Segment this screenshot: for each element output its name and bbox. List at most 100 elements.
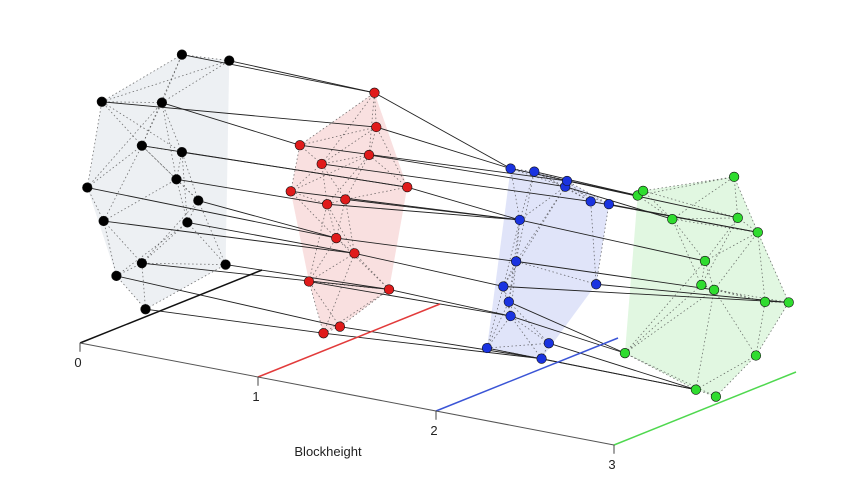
- dotted-link: [374, 92, 377, 128]
- dotted-link: [515, 186, 566, 262]
- dotted-link: [510, 261, 517, 317]
- dotted-link: [299, 126, 377, 146]
- point-blockheight-2: [585, 196, 596, 207]
- dotted-link: [141, 145, 177, 180]
- dotted-link: [519, 171, 535, 221]
- dotted-link: [637, 176, 735, 196]
- point-blockheight-3: [752, 227, 763, 238]
- dotted-link: [671, 218, 706, 262]
- solid-link: [308, 281, 511, 317]
- point-blockheight-0: [176, 49, 188, 60]
- dotted-link: [642, 190, 673, 220]
- dotted-link: [510, 315, 542, 359]
- dotted-link: [637, 195, 673, 220]
- dotted-link: [701, 217, 739, 286]
- dotted-link: [368, 154, 408, 188]
- x-tick-label: 0: [74, 355, 81, 370]
- rail-blockheight-2: [435, 337, 619, 412]
- solid-link: [187, 221, 355, 254]
- dotted-link: [116, 275, 146, 310]
- dotted-link: [335, 237, 390, 290]
- solid-link: [516, 260, 715, 291]
- dotted-link: [290, 190, 328, 205]
- point-blockheight-2: [543, 338, 554, 349]
- point-blockheight-1: [318, 328, 329, 339]
- point-blockheight-1: [363, 149, 375, 161]
- solid-link: [336, 237, 517, 262]
- dotted-link: [534, 171, 591, 202]
- point-blockheight-1: [340, 194, 351, 205]
- rail-blockheight-0: [79, 269, 263, 344]
- point-blockheight-2: [603, 199, 615, 210]
- dotted-link: [326, 154, 370, 205]
- dotted-link: [502, 219, 521, 287]
- dotted-link: [590, 201, 597, 285]
- dotted-link: [486, 315, 511, 349]
- dotted-link: [176, 179, 188, 223]
- point-blockheight-1: [322, 199, 333, 210]
- point-blockheight-1: [294, 140, 305, 151]
- solid-link: [376, 126, 511, 169]
- dotted-link: [344, 199, 355, 254]
- dotted-link: [308, 204, 328, 282]
- dotted-link: [326, 204, 355, 254]
- point-blockheight-1: [316, 158, 327, 170]
- dotted-link: [486, 301, 510, 349]
- point-blockheight-2: [529, 166, 540, 177]
- dotted-link: [86, 102, 163, 188]
- solid-link: [407, 186, 520, 221]
- dotted-link: [308, 237, 337, 282]
- dotted-link: [733, 176, 739, 218]
- dotted-link: [643, 176, 735, 192]
- point-blockheight-2: [591, 279, 602, 290]
- dotted-link: [141, 54, 183, 146]
- point-blockheight-3: [732, 212, 743, 223]
- point-blockheight-2: [481, 342, 493, 354]
- solid-link: [565, 186, 673, 220]
- dotted-link: [515, 260, 597, 285]
- group-bands: [87, 54, 789, 397]
- dotted-link: [755, 301, 766, 356]
- solid-link: [323, 332, 542, 360]
- solid-link: [354, 252, 504, 287]
- dotted-link: [327, 199, 346, 205]
- point-blockheight-3: [696, 279, 707, 291]
- point-blockheight-3: [690, 384, 702, 395]
- dotted-link: [321, 154, 370, 165]
- point-blockheight-0: [136, 140, 147, 151]
- point-blockheight-2: [514, 214, 525, 226]
- point-blockheight-3: [759, 296, 771, 308]
- dotted-link: [161, 102, 177, 180]
- solid-link: [87, 187, 337, 239]
- dotted-link: [101, 54, 183, 103]
- dotted-link: [566, 180, 591, 202]
- solid-link: [519, 219, 706, 262]
- dotted-link: [701, 284, 766, 303]
- point-blockheight-2: [561, 175, 573, 187]
- dotted-link: [321, 163, 328, 205]
- band-blockheight-0: [87, 54, 230, 310]
- dotted-link: [502, 286, 510, 302]
- dotted-link: [715, 355, 757, 397]
- rail-blockheight-1: [257, 303, 441, 378]
- point-blockheight-0: [96, 96, 107, 107]
- solid-link: [299, 144, 568, 182]
- dotted-link: [624, 260, 706, 354]
- dotted-link: [345, 154, 370, 200]
- point-blockheight-0: [82, 182, 93, 193]
- dotted-link: [145, 264, 226, 310]
- point-blockheight-3: [708, 284, 720, 295]
- dotted-link: [368, 92, 375, 156]
- point-blockheight-0: [176, 147, 188, 158]
- point-blockheight-1: [369, 87, 380, 98]
- dotted-link: [141, 145, 199, 201]
- dotted-link: [643, 190, 738, 219]
- solid-link: [503, 286, 789, 303]
- point-blockheight-2: [536, 353, 547, 364]
- point-blockheight-0: [224, 55, 235, 66]
- solid-link: [510, 315, 626, 354]
- dotted-link: [326, 204, 337, 239]
- solid-link: [141, 262, 390, 290]
- point-blockheight-0: [136, 258, 147, 269]
